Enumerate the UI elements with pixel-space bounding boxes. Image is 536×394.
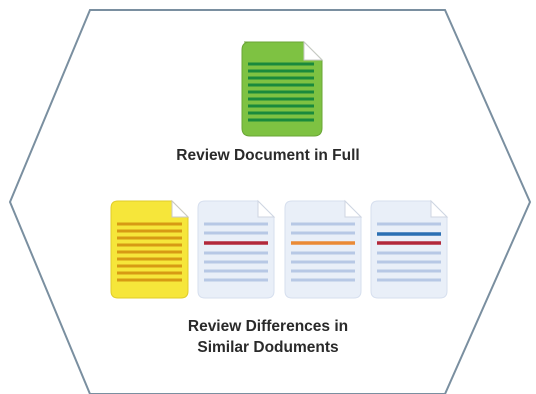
review-differences-line-2: Similar Doduments [197, 339, 339, 356]
document-highlighted-icon [110, 199, 190, 299]
review-differences-line-1: Review Differences in [187, 318, 349, 335]
document-diff-blue-red-icon [370, 199, 449, 299]
document-full-icon [241, 40, 324, 137]
review-full-caption: Review Document in Full [0, 145, 536, 166]
review-full-label: Review Document in Full [176, 147, 360, 164]
review-differences-caption: Review Differences in Similar Doduments [0, 316, 536, 358]
document-diff-red-icon [197, 199, 276, 299]
document-diff-orange-icon [284, 199, 363, 299]
